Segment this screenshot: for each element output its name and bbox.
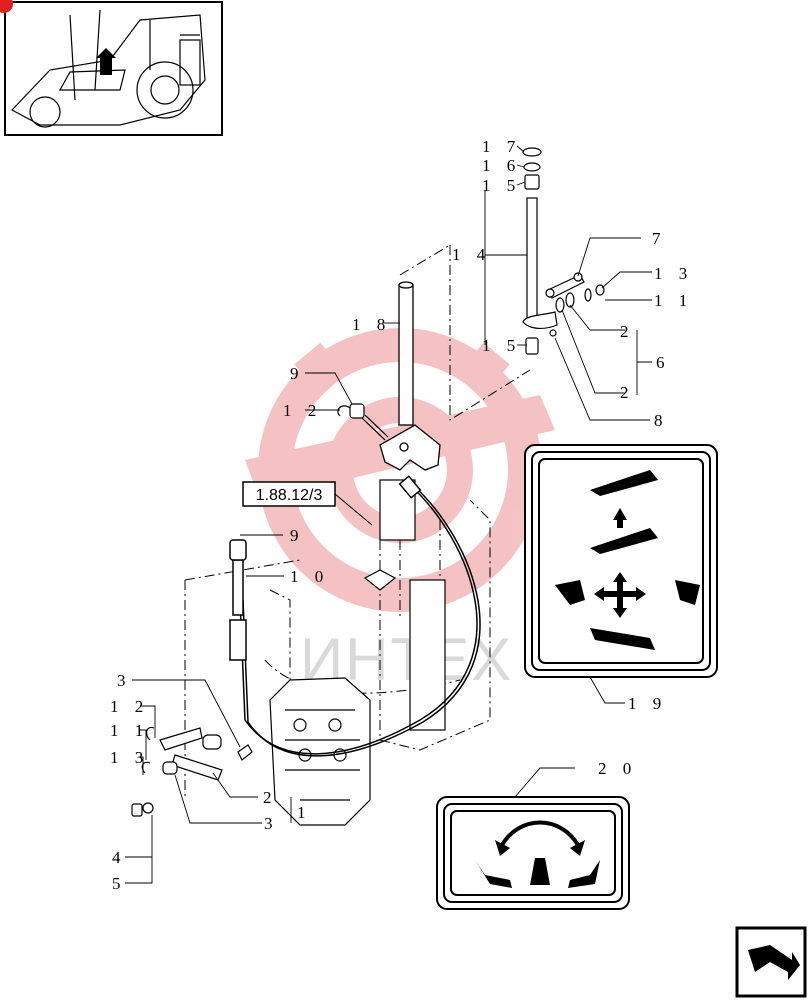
callout-9-lower: 9 bbox=[290, 526, 305, 545]
callout-2-lower: 2 bbox=[263, 788, 278, 807]
decal-20-rotation-pattern bbox=[436, 796, 630, 910]
page-badge-icon bbox=[0, 0, 13, 13]
control-valve-block bbox=[269, 479, 446, 826]
callout-2-middle: 2 bbox=[620, 383, 635, 402]
tractor-thumbnail[interactable] bbox=[0, 0, 223, 136]
upper-lever-parts bbox=[522, 147, 605, 355]
clip-and-pin-parts bbox=[337, 403, 389, 441]
leader-lines bbox=[125, 145, 652, 884]
callout-16: 1 6 bbox=[482, 156, 521, 175]
callout-8: 8 bbox=[654, 411, 669, 430]
callout-2-upper: 2 bbox=[620, 322, 635, 341]
lever-column bbox=[379, 281, 441, 471]
callout-6: 6 bbox=[656, 353, 671, 372]
callout-12-upper: 1 2 bbox=[283, 401, 322, 420]
callout-20: 2 0 bbox=[598, 759, 637, 778]
callout-3-lower: 3 bbox=[264, 814, 279, 833]
callout-7: 7 bbox=[652, 229, 667, 248]
callout-labels: 1 7 1 6 1 5 1 4 7 1 3 1 1 1 8 1 5 2 6 2 … bbox=[110, 137, 693, 893]
lower-linkage-parts bbox=[131, 726, 253, 817]
decal-19-joystick-pattern bbox=[524, 444, 718, 678]
callout-15-upper: 1 5 bbox=[482, 176, 521, 195]
callout-5: 5 bbox=[112, 874, 127, 893]
callout-19: 1 9 bbox=[628, 694, 667, 713]
callout-4: 4 bbox=[112, 848, 127, 867]
reference-box[interactable]: 1.88.12/3 bbox=[242, 481, 373, 526]
callout-11-lower: 1 1 bbox=[110, 721, 149, 740]
reference-label[interactable]: 1.88.12/3 bbox=[256, 487, 323, 504]
callout-3-upper: 3 bbox=[117, 671, 132, 690]
callout-18: 1 8 bbox=[352, 315, 391, 334]
callout-17: 1 7 bbox=[482, 137, 521, 156]
callout-10: 1 0 bbox=[290, 567, 329, 586]
callout-13-upper: 1 3 bbox=[654, 264, 693, 283]
callout-9-upper: 9 bbox=[290, 364, 305, 383]
callout-1: 1 bbox=[297, 803, 312, 822]
callout-13-lower: 1 3 bbox=[110, 748, 149, 767]
control-cable bbox=[229, 475, 481, 757]
callout-12-lower: 1 2 bbox=[110, 697, 149, 716]
callout-11-upper: 1 1 bbox=[654, 291, 693, 310]
callout-15-lower: 1 5 bbox=[482, 336, 521, 355]
next-page-arrow-icon[interactable] bbox=[735, 926, 807, 998]
callout-14: 1 4 bbox=[452, 245, 491, 264]
